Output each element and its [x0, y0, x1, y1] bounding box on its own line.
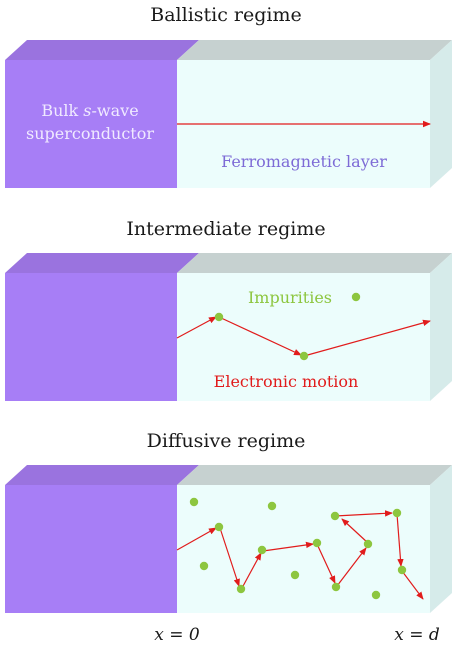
electron-path-arrow: [176, 316, 217, 339]
electron-path-arrow: [401, 570, 424, 600]
impurity-dot: [214, 312, 224, 322]
electron-path-arrow: [396, 513, 404, 567]
impurity-dot: [397, 565, 407, 575]
axis-label-x-zero: x = 0: [154, 625, 200, 645]
panel-intermediate: Intermediate regime Impurities Electroni…: [5, 218, 452, 401]
ferro-top-face: [177, 253, 452, 273]
electronic-motion-label: Electronic motion: [214, 372, 359, 391]
ferro-top-face: [177, 465, 452, 485]
electron-path-arrow: [262, 541, 314, 552]
impurity-dot: [330, 511, 340, 521]
impurity-dot: [267, 501, 277, 511]
superconductor-block: [5, 485, 177, 613]
superconductor-top-face: [5, 253, 199, 273]
ferro-side-face: [430, 40, 452, 188]
impurities-label: Impurities: [248, 288, 332, 307]
impurity-legend-dot: [351, 292, 361, 302]
superconductor-top-face: [5, 465, 199, 485]
impurity-dot: [299, 351, 309, 361]
impurity-dot: [236, 584, 246, 594]
ferro-side-face: [430, 253, 452, 401]
impurity-dot: [392, 508, 402, 518]
impurity-dot: [214, 522, 224, 532]
electron-path-arrow: [218, 316, 302, 356]
panel-diffusive: Diffusive regime: [5, 430, 452, 613]
panel-title-diffusive: Diffusive regime: [147, 430, 306, 452]
superconductor-top-face: [5, 40, 199, 60]
ferro-layer-block: [177, 273, 430, 401]
panel-ballistic: Ballistic regime Bulk s-wave superconduc…: [5, 4, 452, 188]
impurity-dot: [363, 539, 373, 549]
superconductor-block: [5, 60, 177, 188]
impurity-dot: [290, 570, 300, 580]
impurity-dot: [199, 561, 209, 571]
panel-title-intermediate: Intermediate regime: [126, 218, 325, 240]
electron-path-arrow: [219, 527, 240, 587]
electron-path-arrow: [176, 527, 217, 551]
impurity-dot: [312, 538, 322, 548]
ferro-layer-label: Ferromagnetic layer: [221, 152, 387, 171]
superconductor-label-line2: superconductor: [26, 124, 154, 143]
electron-path-arrow: [303, 319, 431, 357]
electron-path-arrow: [336, 547, 367, 587]
superconductor-block: [5, 273, 177, 401]
superconductor-label-line1: Bulk s-wave: [41, 101, 138, 120]
electron-path-arrow: [341, 518, 369, 544]
impurity-dot: [189, 497, 199, 507]
impurity-dot: [371, 590, 381, 600]
axis-label-x-d: x = d: [394, 625, 440, 645]
electron-path-arrow: [316, 543, 336, 584]
ferro-side-face: [430, 465, 452, 613]
impurity-dot: [331, 582, 341, 592]
impurity-dot: [257, 545, 267, 555]
panel-title-ballistic: Ballistic regime: [150, 4, 302, 26]
ferro-top-face: [177, 40, 452, 60]
electron-path-arrow: [334, 510, 393, 517]
electron-path-arrow: [241, 552, 262, 589]
ferro-layer-block: [177, 485, 430, 613]
